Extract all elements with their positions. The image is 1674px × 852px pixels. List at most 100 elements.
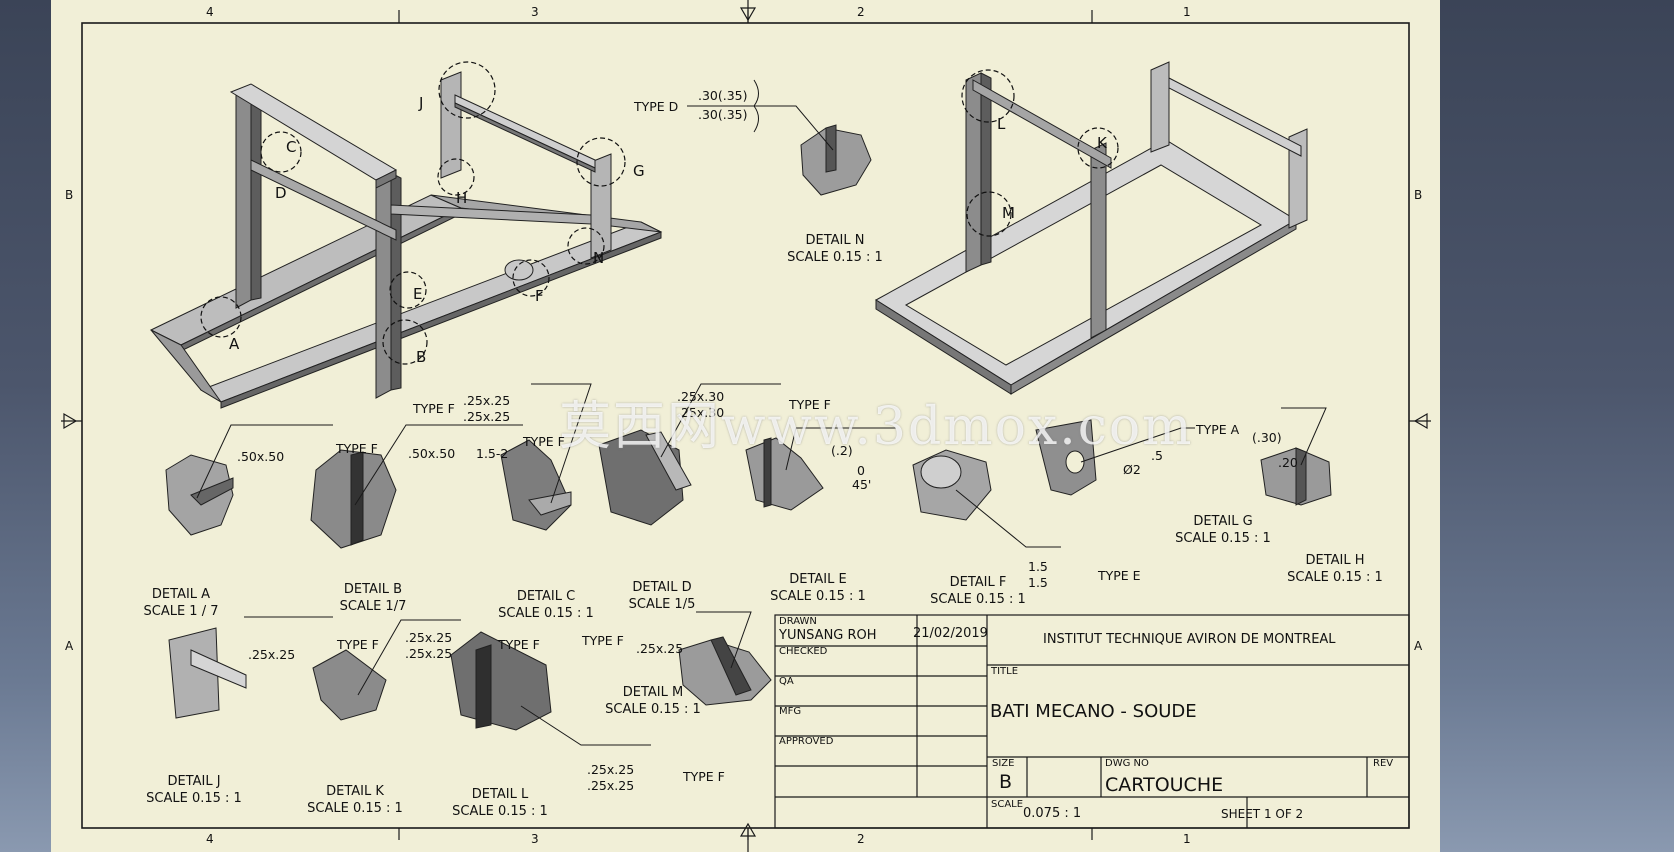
callout-b: B [416, 348, 427, 366]
callout-k: K [1097, 134, 1107, 152]
zone-col-4-bottom: 4 [206, 832, 214, 846]
weld-m-type-label: TYPE F [582, 633, 624, 648]
tb-scale-label: SCALE [991, 799, 1024, 810]
weld-g-diameter: Ø2 [1123, 462, 1141, 477]
callout-n: N [593, 249, 605, 267]
title-block-lines [774, 614, 1410, 829]
zone-col-2-bottom: 2 [857, 832, 865, 846]
callout-h: H [456, 189, 468, 207]
weld-h-paren: (.30) [1252, 430, 1282, 445]
callout-c: C [286, 138, 297, 156]
weld-b-size: .50x.50 [408, 446, 456, 461]
zone-row-a-right: A [1414, 639, 1423, 653]
tb-scale: 0.075 : 1 [1023, 806, 1082, 821]
weld-b-pitch: 1.5-2 [476, 446, 509, 461]
weld-j-type-label: TYPE F [337, 637, 379, 652]
weld-n-bottom-size: .30(.35) [698, 107, 748, 122]
zone-row-a-left: A [65, 639, 74, 653]
tb-approved-label: APPROVED [779, 736, 834, 747]
callout-e: E [413, 285, 423, 303]
tb-dwg-label: DWG NO [1105, 758, 1149, 769]
zone-col-2-top: 2 [857, 5, 865, 19]
weld-h-value: .20 [1278, 455, 1298, 470]
callout-l: L [997, 115, 1006, 133]
weld-k-top-size: .25x.25 [405, 630, 453, 645]
weld-j-size: .25x.25 [248, 647, 296, 662]
tb-dwg-no: CARTOUCHE [1105, 774, 1224, 796]
zone-col-4-top: 4 [206, 5, 214, 19]
callout-d: D [275, 184, 287, 202]
tb-checked-label: CHECKED [779, 646, 828, 657]
tb-qa-label: QA [779, 676, 794, 687]
weld-g-length: .5 [1151, 448, 1163, 463]
callout-a: A [229, 335, 240, 353]
weld-f-type-label: TYPE E [1098, 568, 1141, 583]
weld-f-bottom-length: 1.5 [1028, 575, 1048, 590]
detail-callouts-right [961, 69, 1119, 237]
detail-callouts-left [200, 61, 626, 365]
tb-rev-label: REV [1373, 758, 1394, 769]
tb-sheet: SHEET 1 OF 2 [1221, 807, 1304, 821]
callout-f: F [535, 287, 544, 305]
weld-k-type-label: TYPE F [498, 637, 540, 652]
watermark: 莫西网www.3dmox.com [559, 397, 1194, 457]
weld-l-bottom-size: .25x.25 [587, 778, 635, 793]
weld-m-size: .25x.25 [636, 641, 684, 656]
weld-d-top-size: .25x.30 [677, 389, 725, 404]
tb-size: B [999, 771, 1013, 793]
tb-drawn-label: DRAWN [779, 616, 817, 627]
tb-mfg-label: MFG [779, 706, 802, 717]
weld-c-top-size: .25x.25 [463, 393, 511, 408]
weld-a-size: .50x.50 [237, 449, 285, 464]
weld-k-bottom-size: .25x.25 [405, 646, 453, 661]
weld-d-bottom-size: .25x.30 [677, 405, 725, 420]
tb-title: BATI MECANO - SOUDE [990, 701, 1197, 722]
weld-e-paren: (.2) [831, 443, 853, 458]
weld-e-angle: 45' [852, 477, 872, 492]
zone-col-1-bottom: 1 [1183, 832, 1191, 846]
weld-h-type-label: TYPE A [1196, 422, 1240, 437]
tb-drawn-date: 21/02/2019 [913, 626, 988, 641]
weld-b-type-label: TYPE F [523, 434, 565, 449]
zone-col-1-top: 1 [1183, 5, 1191, 19]
weld-a-type-label: TYPE F [336, 441, 378, 456]
weld-leaders [196, 79, 1327, 746]
weld-type-d-label: TYPE D [634, 99, 679, 114]
zone-row-b-left: B [65, 188, 74, 202]
drawing-sheet: 4 3 2 1 4 3 2 1 B A B A A B C D E F G H … [51, 0, 1440, 852]
weld-c-bottom-size: .25x.25 [463, 409, 511, 424]
weld-e-zero: 0 [857, 463, 865, 478]
left-isometric-frame [149, 71, 663, 409]
weld-f-top-length: 1.5 [1028, 559, 1048, 574]
zone-col-3-top: 3 [531, 5, 539, 19]
technical-drawing [61, 0, 1431, 852]
right-isometric-frame [875, 61, 1308, 395]
weld-n-top-size: .30(.35) [698, 88, 748, 103]
tb-size-label: SIZE [992, 758, 1015, 769]
tb-title-label: TITLE [991, 666, 1019, 677]
zone-col-3-bottom: 3 [531, 832, 539, 846]
weld-l-type-label: TYPE F [683, 769, 725, 784]
zone-row-b-right: B [1414, 188, 1423, 202]
callout-g: G [633, 162, 645, 180]
callout-j: J [419, 94, 424, 112]
weld-d-type-label: TYPE F [789, 397, 831, 412]
tb-company: INSTITUT TECHNIQUE AVIRON DE MONTREAL [1043, 632, 1336, 647]
callout-m: M [1002, 204, 1015, 222]
tb-drawn-by: YUNSANG ROH [779, 628, 877, 643]
weld-c-type-label: TYPE F [413, 401, 455, 416]
weld-l-top-size: .25x.25 [587, 762, 635, 777]
